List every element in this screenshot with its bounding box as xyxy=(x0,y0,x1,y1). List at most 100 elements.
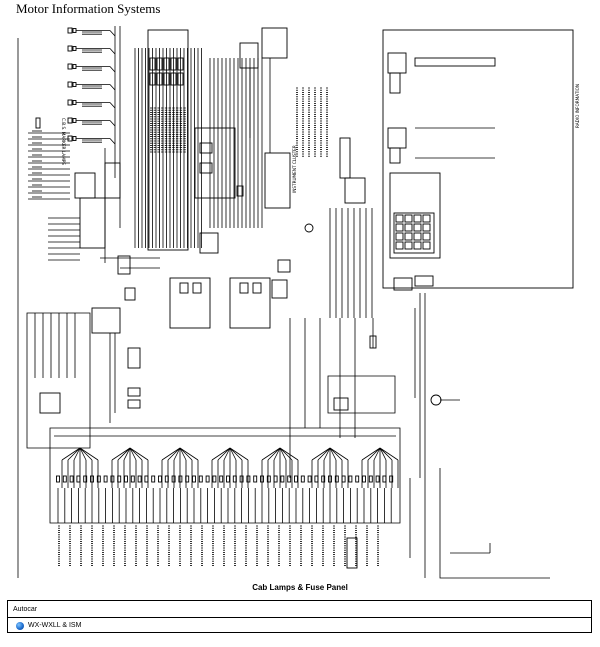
connector xyxy=(127,399,141,409)
label-cab-marker-lamps: C.B.S. MARKER LAMPS xyxy=(61,118,66,165)
fuse xyxy=(266,475,271,483)
fuse xyxy=(294,475,298,483)
fuse xyxy=(178,475,183,483)
fuse-panel-outline xyxy=(49,427,401,524)
page-header-title: Motor Information Systems xyxy=(16,1,161,16)
fuse xyxy=(232,475,237,483)
wire-segment xyxy=(217,447,231,461)
lamp-connector xyxy=(67,45,73,52)
wire-segment xyxy=(367,447,381,461)
relay xyxy=(39,392,61,414)
fuse xyxy=(144,475,149,483)
connector xyxy=(127,347,141,369)
wire-segment xyxy=(229,447,243,461)
connector xyxy=(127,387,141,397)
fuse xyxy=(341,475,346,483)
wire-segment xyxy=(129,447,143,461)
wire-segment xyxy=(129,447,149,461)
fuse-block xyxy=(147,29,189,251)
label-instrument-cluster: INSTRUMENT CLUSTER xyxy=(292,145,297,193)
fuse xyxy=(117,475,122,483)
radio-pin xyxy=(413,241,422,250)
wire-segment xyxy=(329,447,349,461)
wire-segment xyxy=(179,447,187,461)
fuse xyxy=(151,475,156,483)
legend-box xyxy=(229,277,271,329)
lamp-connector xyxy=(72,136,77,141)
fuse xyxy=(158,475,162,483)
fuse xyxy=(260,475,264,483)
connector xyxy=(344,177,366,204)
wire-segment xyxy=(73,447,81,461)
fuse xyxy=(382,475,387,483)
vehicle-info-box: Autocar WX-WXLL & ISM xyxy=(7,600,592,633)
radio-panel xyxy=(382,29,574,289)
lamp-connector xyxy=(67,117,73,124)
wire-segment xyxy=(111,447,131,461)
fuse xyxy=(171,475,176,483)
instrument-cluster xyxy=(264,152,291,209)
fuse xyxy=(368,475,373,483)
relay xyxy=(170,57,177,71)
wire-segment xyxy=(109,102,116,109)
fuse xyxy=(137,475,142,483)
fuse xyxy=(375,475,380,483)
speaker xyxy=(387,127,407,149)
connector xyxy=(393,277,413,291)
diagram-caption: Cab Lamps & Fuse Panel xyxy=(252,583,348,592)
switch xyxy=(239,42,259,69)
connector xyxy=(239,282,249,294)
radio-pin xyxy=(404,223,413,232)
harness-run xyxy=(439,468,550,579)
connector xyxy=(199,142,213,154)
lamp-connector xyxy=(72,46,77,51)
lamp-connector xyxy=(67,135,73,142)
fuse xyxy=(90,475,94,483)
fuse xyxy=(348,475,353,483)
vehicle-model-link[interactable]: WX-WXLL & ISM xyxy=(13,621,81,630)
wire-segment xyxy=(109,48,116,55)
connector-strip xyxy=(414,57,496,67)
connector xyxy=(124,287,136,301)
lamp-connector xyxy=(72,100,77,105)
wire-segment xyxy=(317,447,331,461)
fuse xyxy=(83,475,88,483)
globe-icon xyxy=(16,621,24,630)
motor-symbol xyxy=(304,223,314,233)
wire-segment xyxy=(109,120,116,127)
fuse xyxy=(205,475,210,483)
radio-pin xyxy=(422,214,431,223)
wire-segment xyxy=(379,447,387,461)
radio-pin xyxy=(413,232,422,241)
radio-pin xyxy=(422,232,431,241)
wire-segment xyxy=(211,447,231,461)
lamp-connector xyxy=(72,82,77,87)
lamp-connector xyxy=(67,81,73,88)
connector xyxy=(252,282,262,294)
wire-segment xyxy=(361,447,381,461)
radio-pin xyxy=(422,223,431,232)
connector xyxy=(236,185,244,197)
wire-segment xyxy=(79,447,99,461)
wire-segment xyxy=(173,447,181,461)
lamp-connector xyxy=(72,64,77,69)
control-module xyxy=(79,197,106,249)
lamp-connector xyxy=(72,28,77,33)
wire-segment xyxy=(179,447,193,461)
connector xyxy=(339,137,351,179)
radio-pin xyxy=(395,241,404,250)
relay xyxy=(149,72,156,86)
lamp-connector xyxy=(67,27,73,34)
relay xyxy=(177,57,184,71)
wire-segment xyxy=(61,447,81,461)
connector xyxy=(389,147,401,164)
switch xyxy=(261,27,288,59)
fuse xyxy=(300,475,305,483)
connector xyxy=(271,279,288,299)
relay xyxy=(156,72,163,86)
fuse xyxy=(69,475,74,483)
relay xyxy=(149,57,156,71)
wire-segment xyxy=(329,447,343,461)
wire-segment xyxy=(261,447,281,461)
fuse xyxy=(328,475,332,483)
